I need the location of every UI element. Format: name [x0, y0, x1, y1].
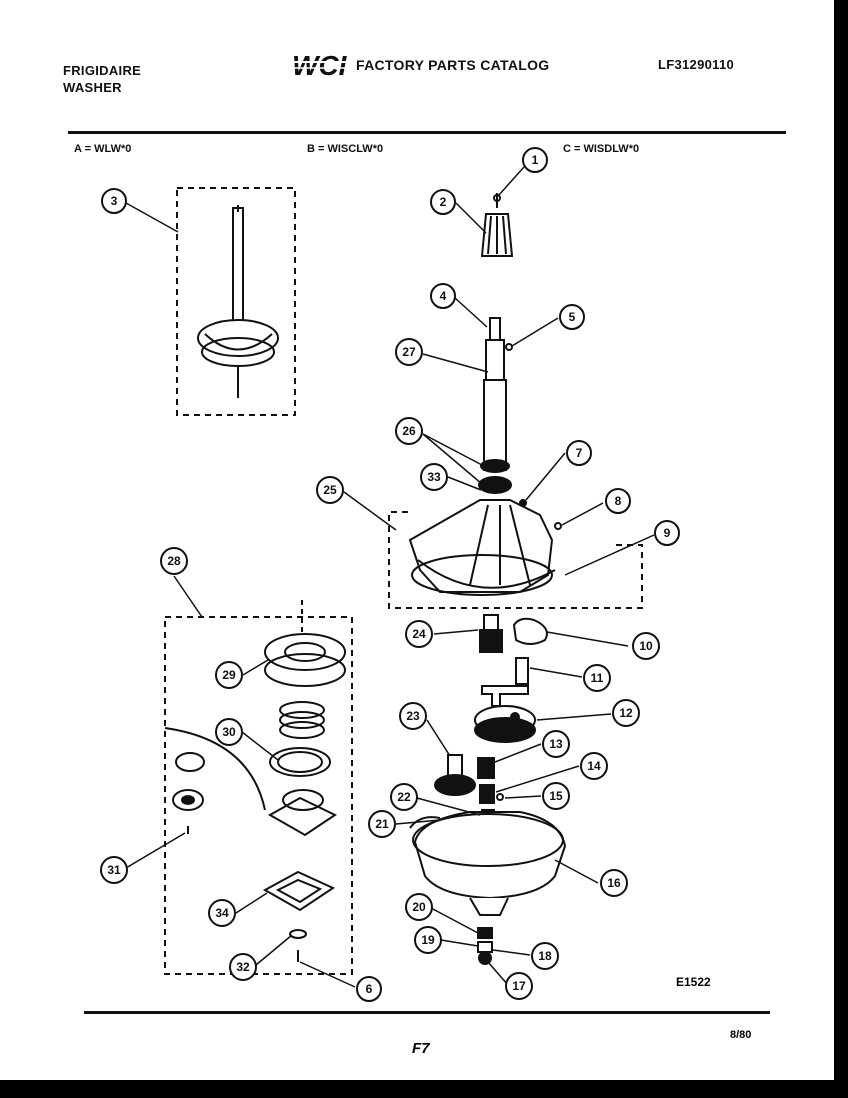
- svg-text:1: 1: [532, 153, 539, 167]
- footer-rule: [84, 1011, 770, 1014]
- gear-housing-group-box: [388, 511, 643, 609]
- callout-4: 4: [430, 283, 456, 309]
- shaft-assembly-part: [478, 317, 513, 494]
- callout-25: 25: [316, 476, 344, 504]
- svg-text:2: 2: [440, 195, 447, 209]
- callout-22: 22: [390, 783, 418, 811]
- callout-30: 30: [215, 718, 243, 746]
- svg-text:11: 11: [591, 671, 604, 685]
- callout-26: 26: [395, 417, 423, 445]
- callout-9: 9: [654, 520, 680, 546]
- pinion-and-shift-parts: [479, 614, 548, 707]
- callout-3: 3: [101, 188, 127, 214]
- callout-2: 2: [430, 189, 456, 215]
- product-type: WASHER: [63, 80, 122, 95]
- svg-text:34: 34: [215, 906, 229, 920]
- date-code: 8/80: [730, 1029, 752, 1041]
- svg-text:32: 32: [236, 960, 250, 974]
- drawing-code: E1522: [676, 975, 711, 989]
- callout-14: 14: [580, 752, 608, 780]
- seal-kit-parts: [164, 600, 346, 962]
- svg-text:25: 25: [323, 483, 337, 497]
- agitator-assembly-part: [197, 205, 279, 398]
- callout-7: 7: [566, 440, 592, 466]
- svg-text:13: 13: [549, 737, 563, 751]
- svg-text:3: 3: [111, 194, 118, 208]
- model-legend-b: B = WISCLW*0: [307, 143, 384, 155]
- svg-text:15: 15: [549, 789, 563, 803]
- agitator-group-box: [176, 187, 296, 416]
- callout-29: 29: [215, 661, 243, 689]
- callout-20: 20: [405, 893, 433, 921]
- svg-text:6: 6: [366, 982, 373, 996]
- svg-text:27: 27: [402, 345, 416, 359]
- main-gear-part: [474, 705, 536, 743]
- catalog-number: LF31290110: [658, 57, 735, 72]
- svg-text:29: 29: [222, 668, 236, 682]
- svg-text:17: 17: [512, 979, 526, 993]
- svg-text:26: 26: [402, 424, 416, 438]
- callout-1: 1: [522, 147, 548, 173]
- callout-11: 11: [583, 664, 611, 692]
- model-legend-a: A = WLW*0: [74, 143, 132, 155]
- svg-text:12: 12: [619, 706, 633, 720]
- callout-17: 17: [505, 972, 533, 1000]
- callout-5: 5: [559, 304, 585, 330]
- svg-text:16: 16: [607, 876, 621, 890]
- svg-text:21: 21: [375, 817, 389, 831]
- housing-cover-part: [408, 499, 562, 596]
- callout-31: 31: [100, 856, 128, 884]
- callout-28: 28: [160, 547, 188, 575]
- svg-text:28: 28: [167, 554, 181, 568]
- svg-text:20: 20: [412, 900, 426, 914]
- page-number: F7: [412, 1040, 430, 1057]
- callout-6: 6: [356, 976, 382, 1002]
- screw-and-cap-parts: [480, 193, 514, 257]
- callout-32: 32: [229, 953, 257, 981]
- svg-text:22: 22: [397, 790, 411, 804]
- svg-text:23: 23: [406, 709, 420, 723]
- callout-23: 23: [399, 702, 427, 730]
- callout-10: 10: [632, 632, 660, 660]
- svg-text:33: 33: [427, 470, 441, 484]
- exploded-parts-diagram: 1 2 3 4 5 6 7 8 9 10 11 12 13 14 15 16 1…: [100, 147, 680, 1002]
- callout-33: 33: [420, 463, 448, 491]
- callout-13: 13: [542, 730, 570, 758]
- callout-27: 27: [395, 338, 423, 366]
- svg-text:5: 5: [569, 310, 576, 324]
- callout-12: 12: [612, 699, 640, 727]
- svg-text:7: 7: [576, 446, 583, 460]
- callout-19: 19: [414, 926, 442, 954]
- svg-text:8: 8: [615, 494, 622, 508]
- header-rule: [68, 131, 786, 134]
- wci-logo: WCI: [292, 50, 352, 80]
- callout-21: 21: [368, 810, 396, 838]
- svg-text:18: 18: [538, 949, 552, 963]
- svg-text:24: 24: [412, 627, 426, 641]
- callout-16: 16: [600, 869, 628, 897]
- catalog-page: FRIGIDAIRE WASHER WCI FACTORY PARTS CATA…: [0, 0, 834, 1080]
- callout-34: 34: [208, 899, 236, 927]
- seal-kit-group-box: [164, 616, 353, 975]
- svg-text:10: 10: [639, 639, 653, 653]
- callout-bubbles: 1 2 3 4 5 6 7 8 9 10 11 12 13 14 15 16 1…: [100, 147, 680, 1002]
- callout-15: 15: [542, 782, 570, 810]
- svg-text:14: 14: [587, 759, 601, 773]
- svg-text:30: 30: [222, 725, 236, 739]
- model-legend-c: C = WISDLW*0: [563, 143, 640, 155]
- svg-text:9: 9: [664, 526, 671, 540]
- svg-text:4: 4: [440, 289, 447, 303]
- callout-24: 24: [405, 620, 433, 648]
- callout-18: 18: [531, 942, 559, 970]
- catalog-title: FACTORY PARTS CATALOG: [356, 57, 550, 73]
- svg-text:31: 31: [107, 863, 121, 877]
- leader-lines: [125, 166, 655, 988]
- callout-8: 8: [605, 488, 631, 514]
- logo-lettering: WCI: [292, 50, 348, 80]
- brand-name: FRIGIDAIRE: [63, 63, 142, 78]
- svg-text:19: 19: [421, 933, 435, 947]
- brand-block: FRIGIDAIRE WASHER: [63, 62, 141, 96]
- gear-case-part: [409, 811, 567, 965]
